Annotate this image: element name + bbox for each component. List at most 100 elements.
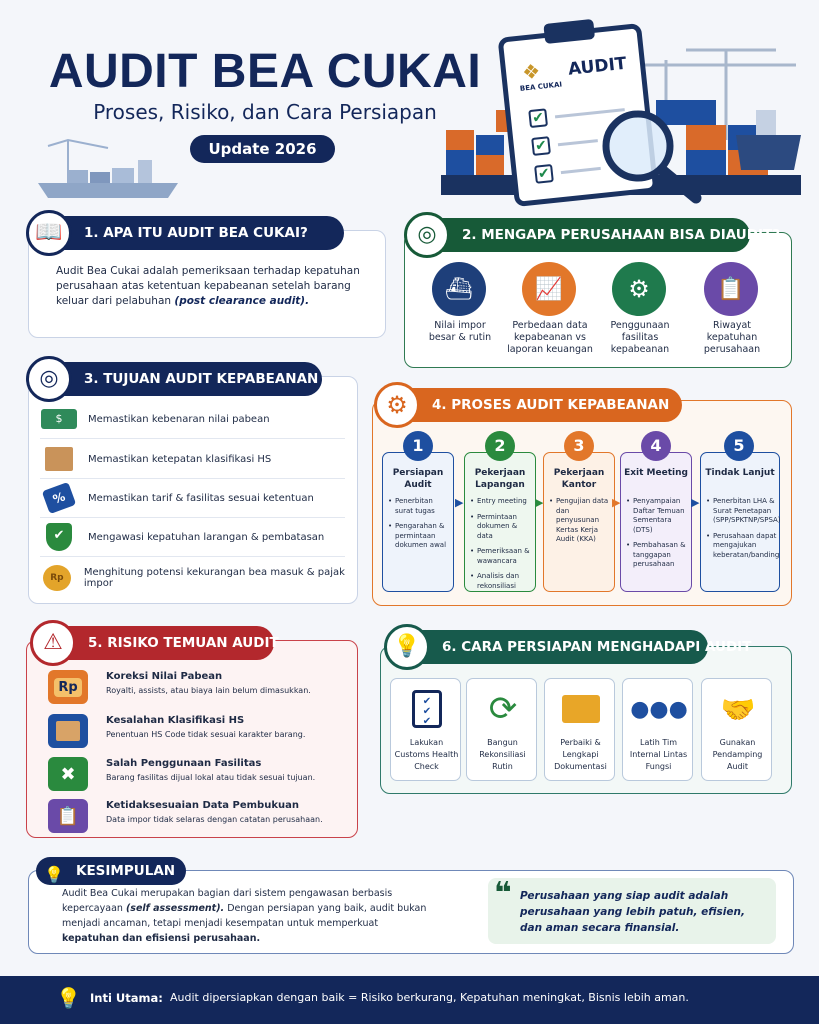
handshake-icon: 🤝 — [720, 692, 756, 726]
refresh-icon: ⟳ — [488, 689, 518, 729]
step-bullet: Pemeriksaan & wawancara — [470, 547, 534, 566]
section-3-header: ◎ 3. TUJUAN AUDIT KEPABEANAN — [26, 356, 322, 402]
page-title: AUDIT BEA CUKAI — [48, 45, 482, 98]
objective-item: Memastikan ketepatan klasifikasi HS — [40, 440, 345, 479]
arrow-right-icon: ▶ — [612, 496, 621, 509]
section-2-header: ◎ 2. MENGAPA PERUSAHAAN BISA DIAUDIT? — [404, 212, 780, 258]
step-bullet: Penerbitan LHA & Surat Penetapan (SPP/SP… — [706, 497, 781, 526]
quote-text: Perusahaan yang siap audit adalah perusa… — [520, 890, 745, 934]
folder-icon — [561, 689, 601, 729]
step-number: 4 — [641, 431, 671, 461]
step-bullets: Pengujian data dan penyusunan Kertas Ker… — [549, 497, 613, 551]
objective-text: Memastikan kebenaran nilai pabean — [88, 413, 270, 425]
step-number: 5 — [724, 431, 754, 461]
objective-item: % Memastikan tarif & fasilitas sesuai ket… — [40, 479, 345, 518]
lightbulb-icon: 💡 — [56, 986, 81, 1010]
conclusion-p2: Dengan persiapan yang baik, audit bukan … — [62, 903, 427, 929]
conclusion-title: KESIMPULAN — [76, 863, 176, 879]
footer-label: Inti Utama: — [90, 991, 163, 1005]
prep-label: Perbaiki & Lengkapi Dokumentasi — [554, 738, 607, 771]
clipboard-icon: 📋 — [704, 262, 758, 316]
step-bullet: Analisis dan rekonsiliasi — [470, 572, 534, 591]
reason-compliance-history: Riwayat kepatuhan perusahaan — [703, 320, 761, 355]
ship-icon: ⛴ — [432, 262, 486, 316]
gear-icon: ⚙ — [374, 382, 420, 428]
step-title: Tindak Lanjut — [705, 468, 775, 478]
reason-facility-use: Penggunaan fasilitas kepabeanan — [610, 320, 670, 355]
step-bullet: Permintaan dokumen & data — [470, 513, 534, 542]
step-title: Pekerjaan Kantor — [553, 468, 605, 490]
step-bullets: Penerbitan surat tugasPengarahan & permi… — [388, 497, 452, 557]
step-bullets: Entry meetingPermintaan dokumen & dataPe… — [470, 497, 534, 597]
section-6-header: 💡 6. CARA PERSIAPAN MENGHADAPI AUDIT — [384, 624, 751, 670]
process-step-4: Exit Meeting Penyampaian Daftar Temuan S… — [620, 452, 692, 592]
box-icon — [48, 714, 88, 748]
step-number: 2 — [485, 431, 515, 461]
step-bullet: Penyampaian Daftar Temuan Sementara (DTS… — [626, 497, 690, 535]
objective-item: ✔Mengawasi kepatuhan larangan & pembatas… — [40, 518, 345, 557]
shield-x-icon: ✖ — [48, 757, 88, 791]
step-title: Persiapan Audit — [392, 468, 444, 490]
prep-label: Latih Tim Internal Lintas Fungsi — [629, 738, 688, 771]
section-6-title: 6. CARA PERSIAPAN MENGHADAPI AUDIT — [442, 639, 752, 655]
section-4-header: ⚙ 4. PROSES AUDIT KEPABEANAN — [374, 382, 682, 428]
book-icon: 📖 — [26, 210, 72, 256]
step-number: 1 — [403, 431, 433, 461]
prep-item: ●●● Latih Tim Internal Lintas Fungsi — [622, 678, 693, 781]
arrow-right-icon: ▶ — [535, 496, 544, 509]
team-icon: ●●● — [630, 696, 688, 722]
target-icon: ◎ — [26, 356, 72, 402]
step-bullet: Pengujian data dan penyusunan Kertas Ker… — [549, 497, 613, 545]
reason-import-value: Nilai impor besar & rutin — [428, 320, 492, 343]
prep-item: ⟳Bangun Rekonsiliasi Rutin — [466, 678, 537, 781]
section-4-title: 4. PROSES AUDIT KEPABEANAN — [432, 397, 670, 413]
objective-text: Memastikan ketepatan klasifikasi HS — [88, 453, 272, 465]
quote-box: ❝ Perusahaan yang siap audit adalah peru… — [488, 876, 776, 944]
step-bullet: Penerbitan surat tugas — [388, 497, 452, 516]
step-bullet: Pembahasan & tanggapan perusahaan — [626, 541, 690, 570]
target-icon: ◎ — [404, 212, 450, 258]
magnifier-icon — [602, 110, 702, 204]
step-title: Exit Meeting — [624, 468, 688, 478]
lightbulb-icon: 💡 — [44, 865, 64, 884]
check-icon: ✔ — [534, 163, 554, 184]
footer-bar: 💡 Inti Utama: Audit dipersiapkan dengan … — [0, 976, 819, 1024]
step-bullet: Pengarahan & permintaan dokumen awal — [388, 522, 452, 551]
check-icon: ✔ — [531, 136, 551, 156]
objective-text: Memastikan tarif & fasilitas sesuai kete… — [88, 492, 314, 504]
section-1-body: Audit Bea Cukai adalah pemeriksaan terha… — [56, 264, 360, 309]
footer-text: Audit dipersiapkan dengan baik = Risiko … — [170, 991, 689, 1004]
clipboard-icon: 📋 — [48, 799, 88, 833]
objective-item: $ Memastikan kebenaran nilai pabean — [40, 400, 345, 439]
risk-desc: Barang fasilitas dijual lokal atau tidak… — [106, 773, 316, 782]
section-2-title: 2. MENGAPA PERUSAHAAN BISA DIAUDIT? — [462, 227, 781, 243]
page-subtitle: Proses, Risiko, dan Cara Persiapan — [93, 100, 437, 124]
s1-body-text: Audit Bea Cukai adalah pemeriksaan terha… — [56, 265, 360, 307]
money-icon: $ — [40, 405, 78, 433]
clipboard-title: AUDIT — [567, 53, 628, 80]
shield-icon: ✔ — [40, 523, 78, 551]
risk-desc: Penentuan HS Code tidak sesuai karakter … — [106, 730, 306, 739]
conclusion-header: 💡 KESIMPULAN — [36, 857, 186, 885]
arrow-right-icon: ▶ — [691, 496, 700, 509]
conclusion-p1: Audit Bea Cukai merupakan bagian dari si… — [62, 888, 393, 914]
section-5-header: ⚠ 5. RISIKO TEMUAN AUDIT — [30, 620, 279, 666]
risk-desc: Data impor tidak selaras dengan catatan … — [106, 815, 323, 824]
section-1-title: 1. APA ITU AUDIT BEA CUKAI? — [84, 225, 308, 241]
risk-title: Ketidaksesuaian Data Pembukuan — [106, 800, 299, 811]
objective-text: Menghitung potensi kekurangan bea masuk … — [83, 566, 345, 589]
step-bullets: Penerbitan LHA & Surat Penetapan (SPP/SP… — [706, 497, 781, 566]
check-icon: ✔ — [528, 108, 549, 129]
prep-item: 🤝Gunakan Pendamping Audit — [701, 678, 772, 781]
prep-label: Lakukan Customs Health Check — [394, 738, 459, 771]
risk-title: Salah Penggunaan Fasilitas — [106, 758, 262, 769]
quote-icon: ❝ — [494, 876, 512, 911]
process-step-2: Pekerjaan Lapangan Entry meetingPerminta… — [464, 452, 536, 592]
chart-icon: 📈 — [522, 262, 576, 316]
box-icon — [40, 445, 78, 473]
percent-tag-icon: % — [40, 481, 78, 515]
